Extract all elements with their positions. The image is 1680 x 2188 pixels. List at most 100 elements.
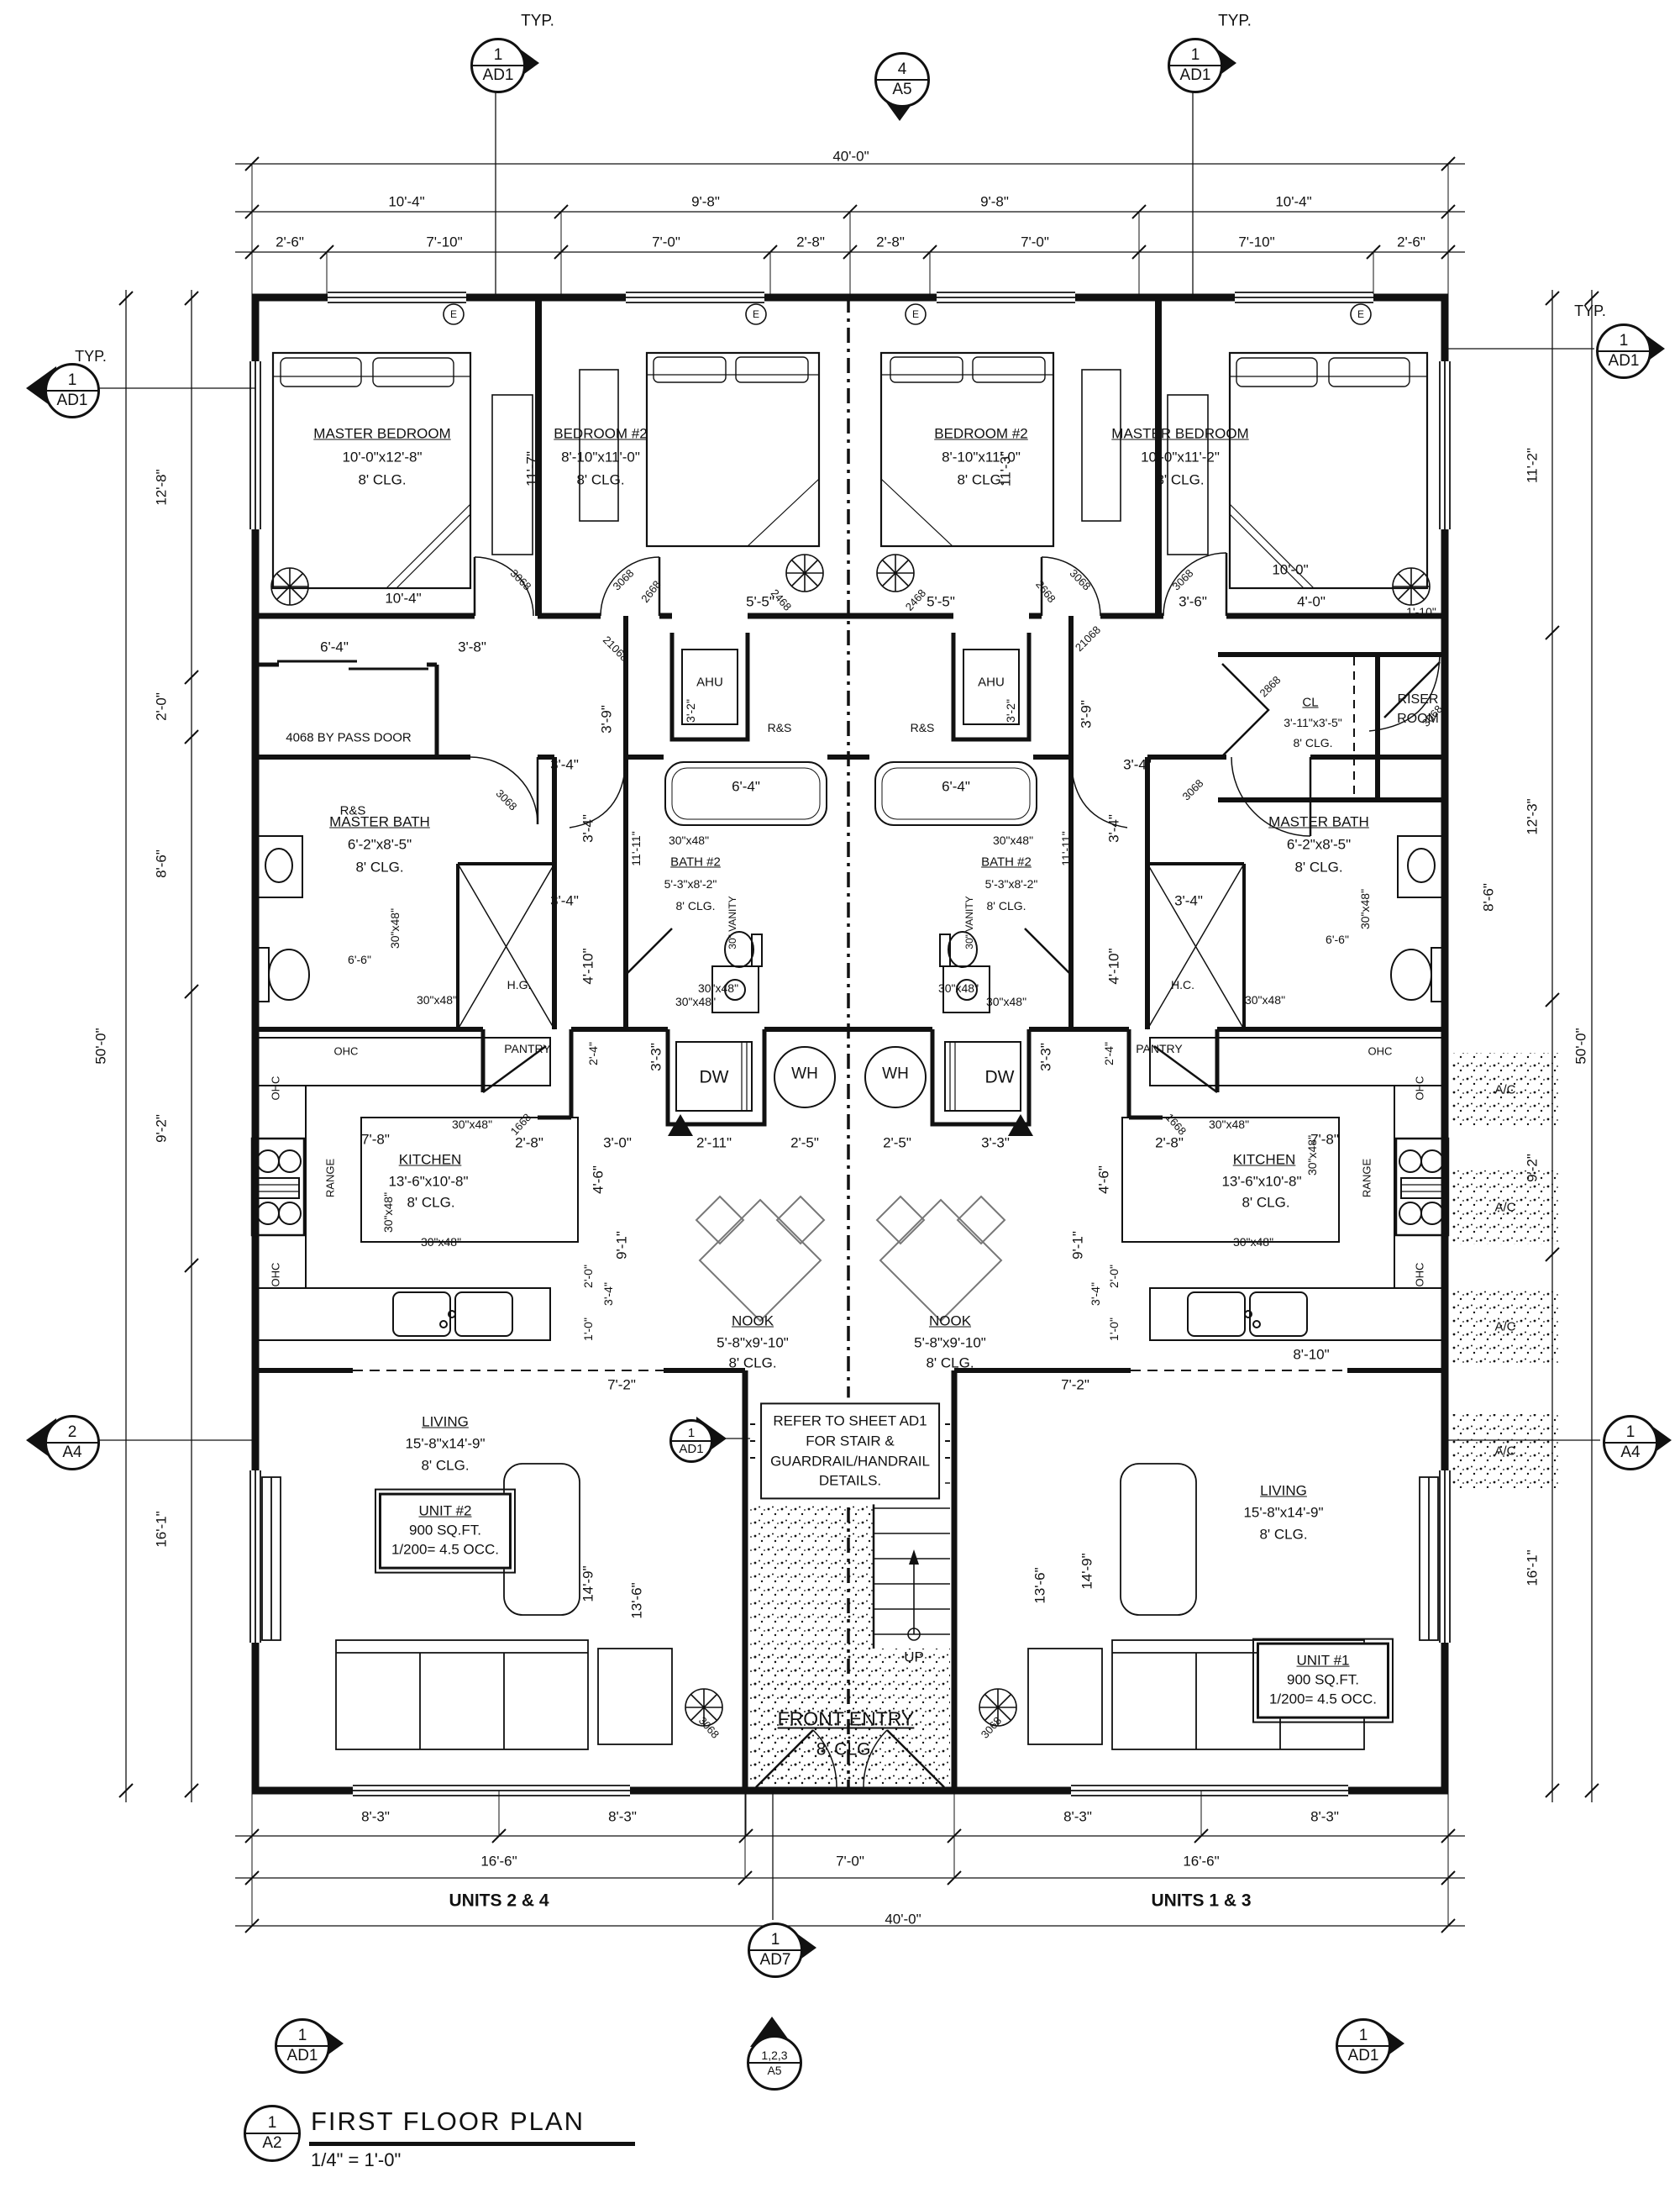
plan-text-label: 13'-6"x10'-8" — [388, 1173, 469, 1190]
room-riser: RISER — [1397, 692, 1439, 707]
ac-pad-2: A/C — [1494, 1200, 1516, 1215]
plan-text-label: 9'-8" — [980, 193, 1009, 210]
plan-text-label: 8' CLG. — [1242, 1194, 1290, 1211]
plan-text-label: 2'-11" — [696, 1134, 732, 1151]
plan-text-label: 15'-8"x14'-9" — [1243, 1504, 1324, 1521]
marker-number: 1 — [277, 2027, 328, 2047]
plan-text-label: 6'-4" — [320, 639, 349, 655]
bath-fixtures — [255, 649, 1446, 1112]
plan-text-label: 5'-8"x9'-10" — [914, 1334, 986, 1351]
plan-text-label: 12'-8" — [153, 469, 170, 506]
dimension-tick — [184, 1258, 199, 1273]
bypass-door-note: 4068 BY PASS DOOR — [286, 730, 412, 745]
plan-text-label: 5'-3"x8'-2" — [984, 877, 1038, 891]
plan-text-label: 2'-0" — [153, 692, 170, 721]
plan-text-label: 11'-11" — [629, 831, 643, 866]
plan-text-label: 7'-0" — [836, 1853, 864, 1870]
plan-text-label: 10'-0"x12'-8" — [342, 449, 423, 465]
dimension-tick — [184, 670, 199, 685]
plan-text-label: 6'-2"x8'-5" — [347, 836, 412, 853]
marker-number: 4 — [877, 60, 927, 81]
plan-text-label: 2'-5" — [883, 1134, 911, 1151]
plan-text-label: 2'-8" — [1155, 1134, 1184, 1151]
plan-text-label: 3'-0" — [603, 1134, 632, 1151]
plan-text-label: 11'-11" — [1059, 831, 1073, 866]
plan-text-label: OHC — [333, 1044, 359, 1058]
plan-text-label: 4'-6" — [590, 1165, 606, 1194]
bedroom-furniture — [271, 351, 1429, 590]
marker-sheet: AD1 — [286, 2047, 318, 2064]
plan-text-label: 10'-4" — [1275, 193, 1312, 210]
pantry-right: PANTRY — [1136, 1042, 1183, 1055]
plan-text-label: OHC — [269, 1262, 282, 1287]
plan-text-label: 8' CLG. — [1294, 859, 1343, 876]
ac-pad-1: A/C — [1494, 1082, 1516, 1097]
plan-text-label: 13'-6" — [628, 1582, 645, 1619]
plan-text-label: 8' CLG. — [1259, 1526, 1308, 1543]
marker-sheet: A5 — [892, 81, 912, 98]
water-heater-left: WH — [791, 1065, 818, 1083]
dimension-tick — [1545, 1783, 1560, 1798]
marker-number: 2 — [47, 1423, 97, 1444]
room-master-bath-right: MASTER BATH — [1268, 813, 1369, 830]
plan-text-label: 5'-5" — [927, 593, 955, 610]
plan-text-label: 6'-6" — [1326, 933, 1349, 946]
box-line: 1/200= 4.5 OCC. — [391, 1541, 500, 1558]
plan-text-label: 2'-6" — [1397, 234, 1425, 250]
box-line: UNIT #2 — [418, 1502, 472, 1519]
plan-text-label: 7'-8" — [1310, 1131, 1339, 1148]
plan-text-label: 3'-2" — [684, 699, 697, 723]
title-detail-circle: 1 A2 — [244, 2105, 301, 2162]
plan-text-label: TYP. — [75, 348, 107, 365]
pantry-left: PANTRY — [504, 1042, 551, 1055]
plan-text-label: TYP. — [521, 12, 554, 30]
plan-text-label: 10'-4" — [385, 590, 422, 607]
plan-text-label: 9'-2" — [153, 1114, 170, 1143]
room-nook-right: NOOK — [928, 1312, 972, 1329]
plan-text-label: 9'-8" — [691, 193, 720, 210]
box-line: 1/200= 4.5 OCC. — [1268, 1691, 1378, 1707]
plan-text-label: 3'-6" — [1179, 593, 1207, 610]
plan-text-label: 13'-6"x10'-8" — [1221, 1173, 1302, 1190]
plan-text-label: 3'-9" — [598, 705, 615, 734]
page-title: FIRST FLOOR PLAN — [309, 2105, 635, 2146]
plan-text-label: 40'-0" — [885, 1911, 921, 1928]
plan-text-label: 5'-8"x9'-10" — [717, 1334, 789, 1351]
plan-text-label: 1'-0" — [581, 1318, 595, 1341]
box-line: REFER TO SHEET AD1 — [773, 1412, 927, 1429]
marker-sheet: AD1 — [482, 66, 514, 84]
plan-text-label: 3'-4" — [580, 814, 596, 843]
marker-number: 1 — [1599, 332, 1649, 352]
plan-text-label: 30" VANITY — [963, 896, 975, 949]
plan-text-label: TYP. — [1574, 302, 1606, 319]
plan-text-label: 3'-11"x3'-5" — [1284, 716, 1342, 729]
plan-text-label: UNITS 1 & 3 — [1151, 1891, 1252, 1911]
stair-up-label: UP — [904, 1649, 924, 1665]
dimension-tick — [1584, 1783, 1599, 1798]
plan-text-label: R&S — [339, 803, 366, 818]
plan-text-label: 14'-9" — [580, 1565, 596, 1602]
marker-sheet: AD1 — [679, 1442, 704, 1456]
kitchen-counters — [250, 1037, 1450, 1341]
marker-sheet: AD1 — [1347, 2047, 1379, 2064]
plan-text-label: 30"x48" — [1244, 993, 1286, 1007]
plan-text-label: 30"x48" — [992, 834, 1034, 847]
dimension-lines — [97, 91, 1600, 1933]
plan-text-label: 11'-2" — [1524, 447, 1541, 484]
plan-text-label: 13'-6" — [1032, 1567, 1048, 1604]
plan-text-label: 3'-3" — [648, 1043, 664, 1071]
box-line: UNIT #1 — [1296, 1652, 1350, 1669]
plan-text-label: 8' CLG. — [421, 1457, 470, 1474]
plan-text-label: 30"x48" — [451, 1118, 493, 1131]
plan-text-label: 8'-3" — [1310, 1808, 1339, 1825]
dimension-tick — [184, 1783, 199, 1798]
box-line: 900 SQ.FT. — [409, 1522, 481, 1538]
plan-text-label: 8' CLG. — [728, 1354, 777, 1371]
plan-text-label: 3'-4" — [1174, 892, 1203, 909]
plan-text-label: 30"x48" — [675, 995, 717, 1008]
